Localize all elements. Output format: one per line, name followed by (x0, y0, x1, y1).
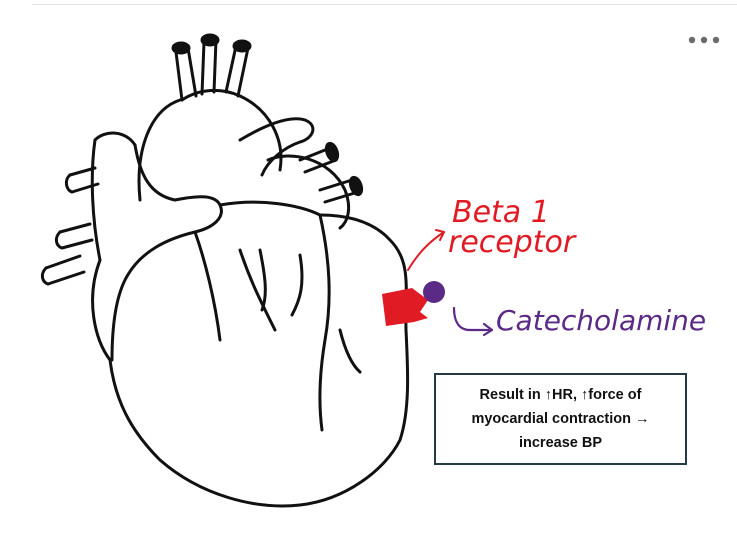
more-options-button[interactable] (684, 28, 724, 52)
top-divider (32, 4, 737, 5)
receptor-label-line1: Beta 1 (452, 195, 550, 230)
receptor-label-line2: receptor (448, 225, 577, 260)
ligand-arrowhead (482, 322, 494, 337)
beta1-receptor-shape (382, 288, 428, 326)
result-text: Result in ↑HR, ↑force of myocardial cont… (471, 387, 650, 451)
ligand-label: Catecholamine (496, 304, 706, 337)
more-horizontal-icon (688, 36, 720, 44)
heart-drawing (40, 33, 410, 508)
ligand-arrow (452, 306, 494, 332)
receptor-arrowhead (435, 229, 445, 241)
receptor-arrow (407, 231, 445, 271)
result-box: Result in ↑HR, ↑force of myocardial cont… (434, 373, 687, 465)
catecholamine-dot (423, 281, 445, 303)
